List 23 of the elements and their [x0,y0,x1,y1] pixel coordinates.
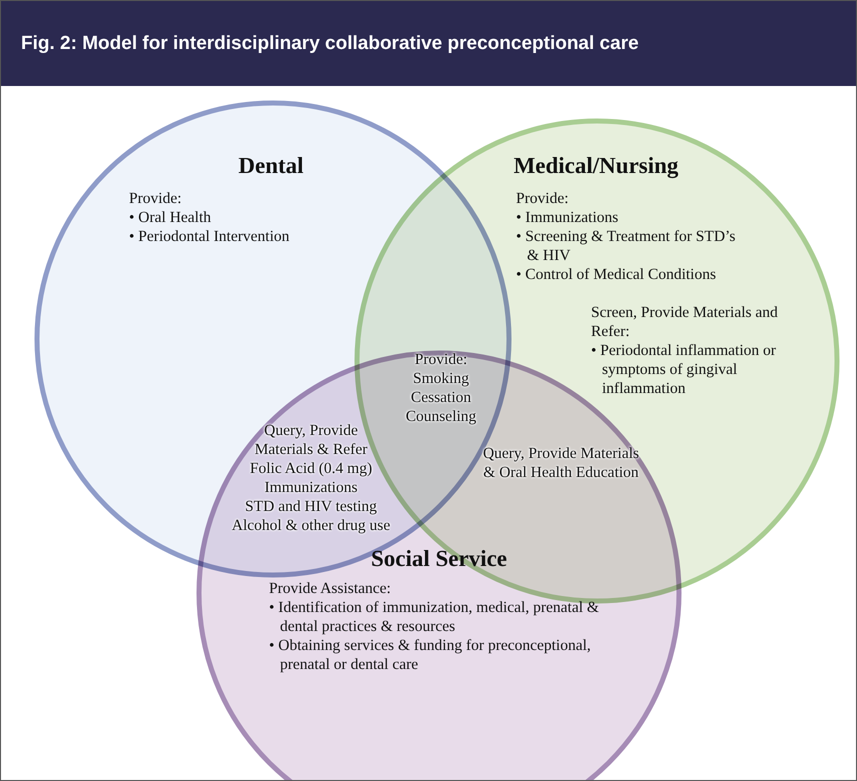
section-text: Provide: [516,189,570,208]
section-text: Provide Assistance: [269,579,392,598]
bullet-item: • Screening & Treatment for STD’s & HIV [516,227,736,265]
bullet-item: • Identification of immunization, medical, prenatal & dental practices & resources [269,598,600,636]
bullet-item: • Obtaining services & funding for preconceptional, prenatal or dental care [269,636,592,674]
bullet-item: • Control of Medical Conditions [516,265,718,284]
circle-heading: Medical/Nursing [512,153,680,179]
overlap-text: Provide: Smoking Cessation Counseling [404,350,478,426]
bullet-item: • Periodontal inflammation or symptoms of gingival inflammation [591,341,777,398]
overlap-text: Folic Acid (0.4 mg) [248,459,374,478]
figure-title: Fig. 2: Model for interdisciplinary collaborative preconceptional care [21,33,639,55]
section-text: Provide: [129,189,183,208]
overlap-text: STD and HIV testing [244,497,378,516]
section-text: Screen, Provide Materials and Refer: [591,303,779,341]
bullet-item: • Immunizations [516,208,620,227]
overlap-text: Alcohol & other drug use [230,516,392,535]
circle-heading: Dental [237,153,305,179]
overlap-text: Query, Provide Materials & Oral Health Education [482,444,640,482]
overlap-text: Query, Provide Materials & Refer [254,421,368,459]
circle-heading: Social Service [370,546,508,572]
bullet-item: • Periodontal Intervention [129,227,290,246]
bullet-item: • Oral Health [129,208,212,227]
overlap-text: Immunizations [264,478,358,497]
